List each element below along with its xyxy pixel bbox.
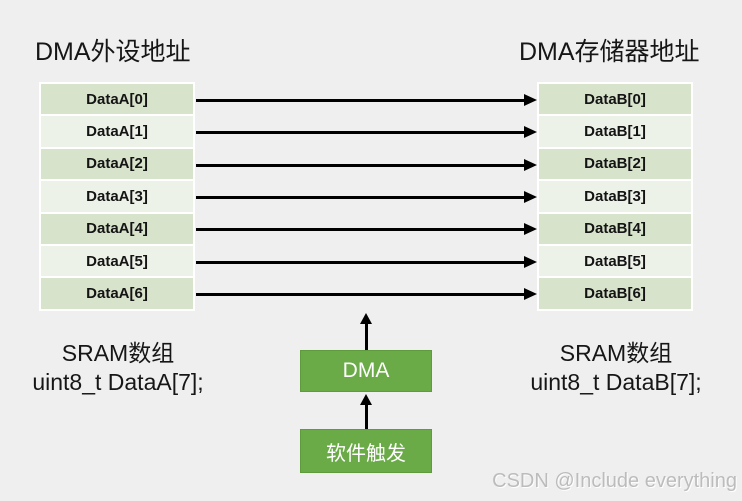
caption-line: uint8_t DataA[7]; [32, 369, 204, 395]
memory-cell: DataB[1] [539, 116, 691, 147]
memory-cell: DataA[5] [41, 245, 193, 277]
memory-cell: DataA[0] [41, 84, 193, 115]
memory-cell: DataA[4] [41, 213, 193, 244]
transfer-arrow-icon [196, 288, 537, 300]
caption-line: SRAM数组 [559, 340, 673, 366]
transfer-arrow-icon [196, 256, 537, 268]
memory-cell: DataB[6] [539, 278, 691, 309]
transfer-arrow-icon [196, 159, 537, 171]
left-column-title: DMA外设地址 [35, 38, 191, 66]
transfer-arrow-icon [196, 191, 537, 203]
memory-cell: DataB[4] [539, 213, 691, 244]
transfer-arrow-icon [196, 223, 537, 235]
memory-cell: DataA[6] [41, 278, 193, 309]
destination-array-table: DataB[0] DataB[1] DataB[2] DataB[3] Data… [537, 82, 693, 311]
destination-array-caption: SRAM数组 uint8_t DataB[7]; [506, 339, 726, 397]
transfer-arrow-icon [196, 94, 537, 106]
memory-cell: DataA[3] [41, 181, 193, 212]
source-array-caption: SRAM数组 uint8_t DataA[7]; [8, 339, 228, 397]
memory-cell: DataA[1] [41, 116, 193, 147]
dma-controller-box: DMA [300, 350, 432, 392]
software-trigger-box: 软件触发 [300, 429, 432, 473]
dma-output-arrow-icon [360, 313, 372, 350]
right-column-title: DMA存储器地址 [519, 38, 700, 66]
memory-cell: DataA[2] [41, 148, 193, 180]
memory-cell: DataB[2] [539, 148, 691, 180]
source-array-table: DataA[0] DataA[1] DataA[2] DataA[3] Data… [39, 82, 195, 311]
memory-cell: DataB[3] [539, 181, 691, 212]
transfer-arrow-icon [196, 126, 537, 138]
memory-cell: DataB[0] [539, 84, 691, 115]
memory-cell: DataB[5] [539, 245, 691, 277]
trigger-to-dma-arrow-icon [360, 394, 372, 429]
caption-line: uint8_t DataB[7]; [530, 369, 702, 395]
csdn-watermark: CSDN @Include everything [492, 470, 737, 492]
caption-line: SRAM数组 [61, 340, 175, 366]
